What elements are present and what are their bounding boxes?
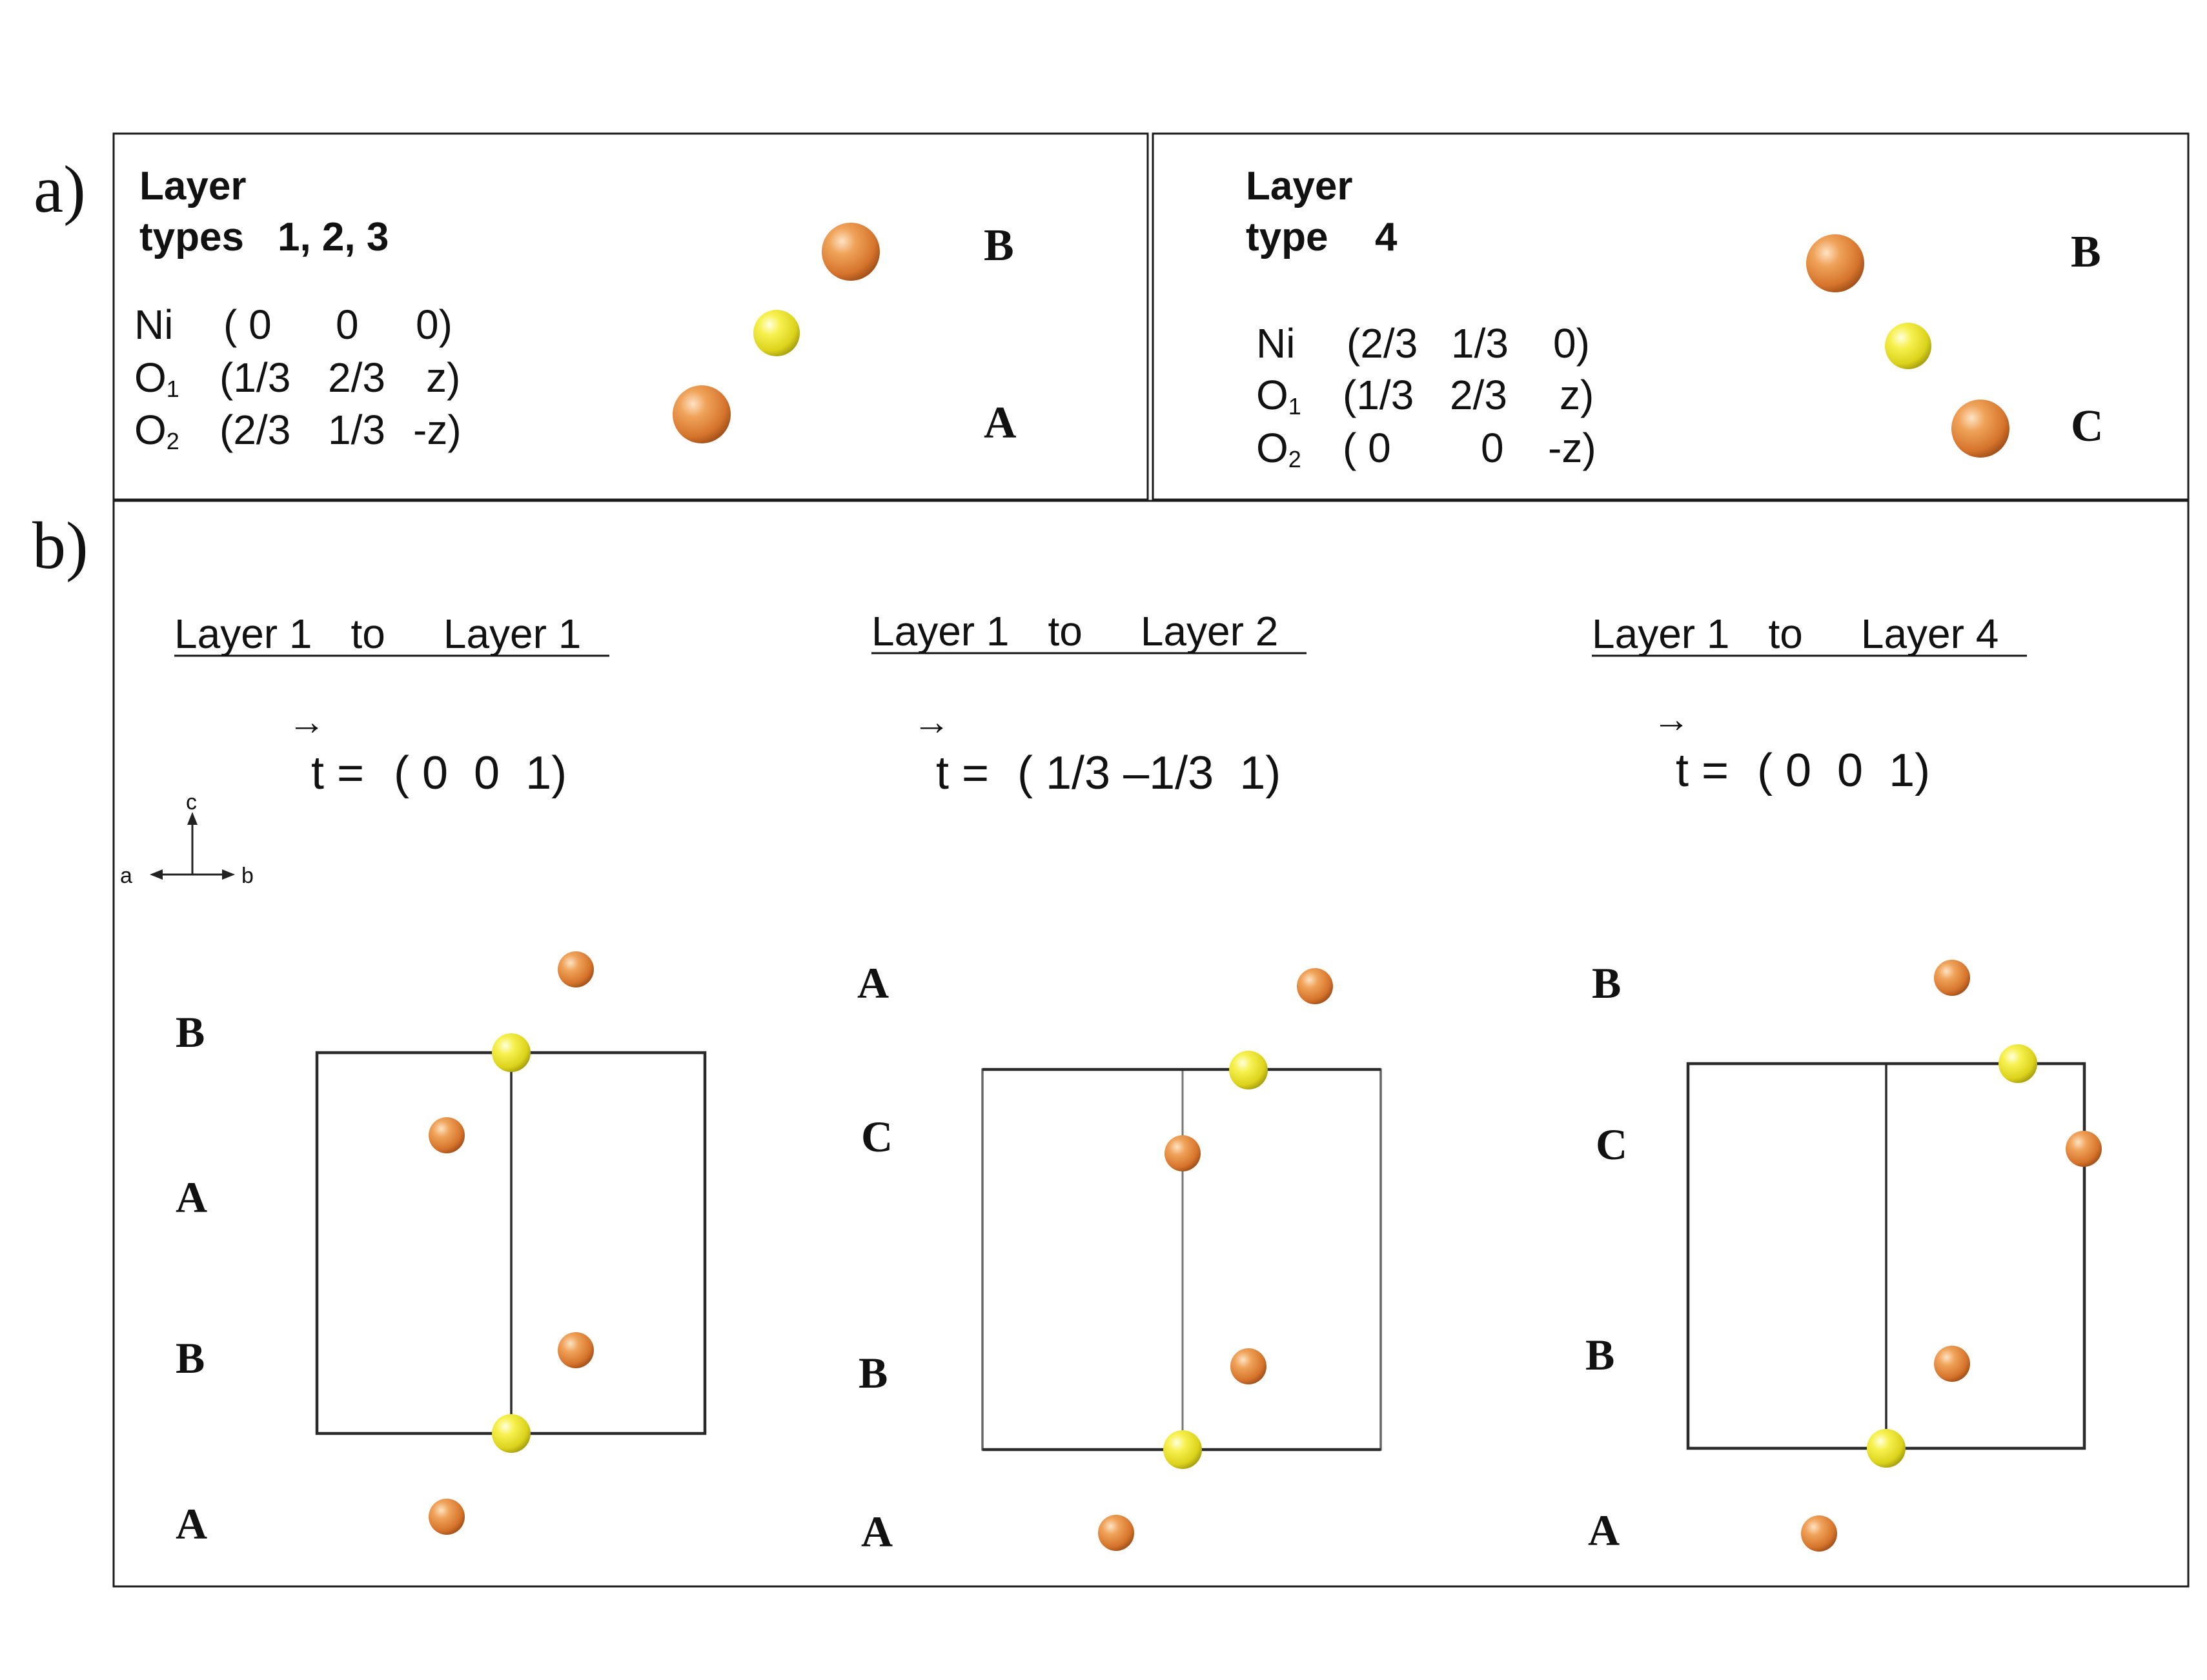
stacking-letter: A [857, 958, 889, 1007]
oxygen-atom [1951, 400, 2009, 458]
atom-label-o2: O2 [1256, 425, 1301, 472]
stacking-letter: B [176, 1007, 205, 1057]
coord-ni-y: 0 [336, 301, 359, 348]
coord-o1-z: z) [1560, 372, 1594, 418]
coord-o1-x: (1/3 [1343, 372, 1414, 418]
stacking-letter: A [984, 398, 1017, 448]
translation-vector: ( 0 0 1) [394, 747, 567, 799]
oxygen-atom [1165, 1135, 1201, 1171]
panel-title-layer: Layer [139, 164, 246, 208]
part-b-label: b) [32, 509, 88, 583]
crystal-axes-indicator: c a b [120, 790, 254, 888]
stacking-letter: B [1592, 958, 1621, 1007]
oxygen-atom [429, 1117, 465, 1153]
atom-label-ni: Ni [1256, 320, 1295, 367]
stacking-letter: A [1588, 1506, 1620, 1555]
coord-o2-z: -z) [413, 407, 462, 453]
panel-title-types: types [139, 215, 244, 259]
coord-o2-y: 0 [1481, 425, 1504, 471]
atom-label-o1: O1 [1256, 372, 1301, 420]
part-a-label: a) [34, 152, 86, 227]
stacking-letter: B [859, 1348, 888, 1397]
nickel-atom [1999, 1044, 2037, 1083]
layer-types-123-panel: Layer types 1, 2, 3 Ni ( 0 0 0) O1 (1/3 … [134, 164, 1017, 454]
axis-a-label: a [120, 864, 132, 888]
oxygen-atom [673, 385, 731, 443]
stacking-letter: B [176, 1333, 205, 1382]
stacking-letter: A [176, 1499, 207, 1548]
coord-o1-z: z) [426, 354, 460, 401]
stacking-letter: B [1585, 1330, 1614, 1379]
stacking-letter: C [861, 1112, 893, 1161]
part-a-right-frame [1152, 132, 2190, 501]
stacking-letter: A [861, 1507, 893, 1556]
coord-ni-z: 0) [416, 301, 453, 348]
nickel-atom [1229, 1051, 1268, 1089]
atom-label-o2: O2 [134, 407, 179, 454]
coord-o2-x: (2/3 [219, 407, 290, 453]
part-a-left-frame [112, 132, 1149, 501]
atom-label-ni: Ni [134, 301, 173, 348]
layer-type-4-panel: Layer type 4 Ni (2/3 1/3 0) O1 (1/3 2/3 … [1246, 164, 2104, 472]
oxygen-atom [429, 1499, 465, 1535]
oxygen-atom [1934, 960, 1970, 996]
stacking-letter: A [176, 1173, 207, 1222]
coord-o1-y: 2/3 [1450, 372, 1507, 418]
vector-arrow: → [1653, 698, 1690, 740]
panel-title-type-numbers: 1, 2, 3 [278, 215, 389, 259]
stacking-letter: B [2071, 227, 2101, 277]
translation-vector: ( 0 0 1) [1757, 745, 1930, 796]
oxygen-atom [1801, 1515, 1837, 1552]
oxygen-atom [1098, 1515, 1134, 1551]
coord-ni-z: 0) [1553, 320, 1590, 367]
translation-vector: ( 1/3 –1/3 1) [1017, 747, 1281, 799]
part-b-frame [112, 500, 2190, 1588]
oxygen-atom [1806, 234, 1864, 292]
coord-o2-y: 1/3 [328, 407, 385, 453]
stacking-letter: B [984, 221, 1014, 270]
coord-ni-x: (2/3 [1347, 320, 1418, 367]
oxygen-atom [558, 1332, 594, 1368]
translation-vector-lhs: t = [936, 747, 989, 799]
nickel-atom [753, 310, 800, 356]
coord-o1-y: 2/3 [328, 354, 385, 401]
coord-o2-z: -z) [1548, 425, 1596, 471]
atom-label-o1: O1 [134, 354, 179, 402]
nickel-atom [1867, 1429, 1906, 1468]
translation-vector-lhs: t = [311, 747, 364, 799]
nickel-atom [492, 1033, 531, 1072]
coord-ni-y: 1/3 [1451, 320, 1509, 367]
translation-vector-lhs: t = [1676, 745, 1729, 796]
nickel-atom [1163, 1430, 1202, 1469]
coord-o2-x: ( 0 [1343, 425, 1391, 471]
panel-title-type-numbers: 4 [1375, 215, 1398, 259]
vector-arrow: → [913, 701, 950, 743]
axis-b-label: b [241, 864, 254, 888]
oxygen-atom [1934, 1346, 1970, 1382]
oxygen-atom [1230, 1348, 1266, 1384]
stacking-letter: C [1596, 1120, 1627, 1169]
oxygen-atom [822, 223, 880, 281]
oxygen-atom [1297, 968, 1333, 1004]
nickel-atom [492, 1414, 531, 1453]
oxygen-atom [558, 951, 594, 987]
panel-title-layer: Layer [1246, 164, 1352, 208]
coord-o1-x: (1/3 [219, 354, 290, 401]
panel-title-type: type [1246, 215, 1328, 259]
nickel-atom [1885, 323, 1931, 369]
oxygen-atom [2066, 1131, 2102, 1167]
axis-c-label: c [186, 790, 197, 815]
stacking-letter: C [2071, 401, 2104, 451]
vector-arrow: → [288, 701, 325, 743]
coord-ni-x: ( 0 [223, 301, 272, 348]
